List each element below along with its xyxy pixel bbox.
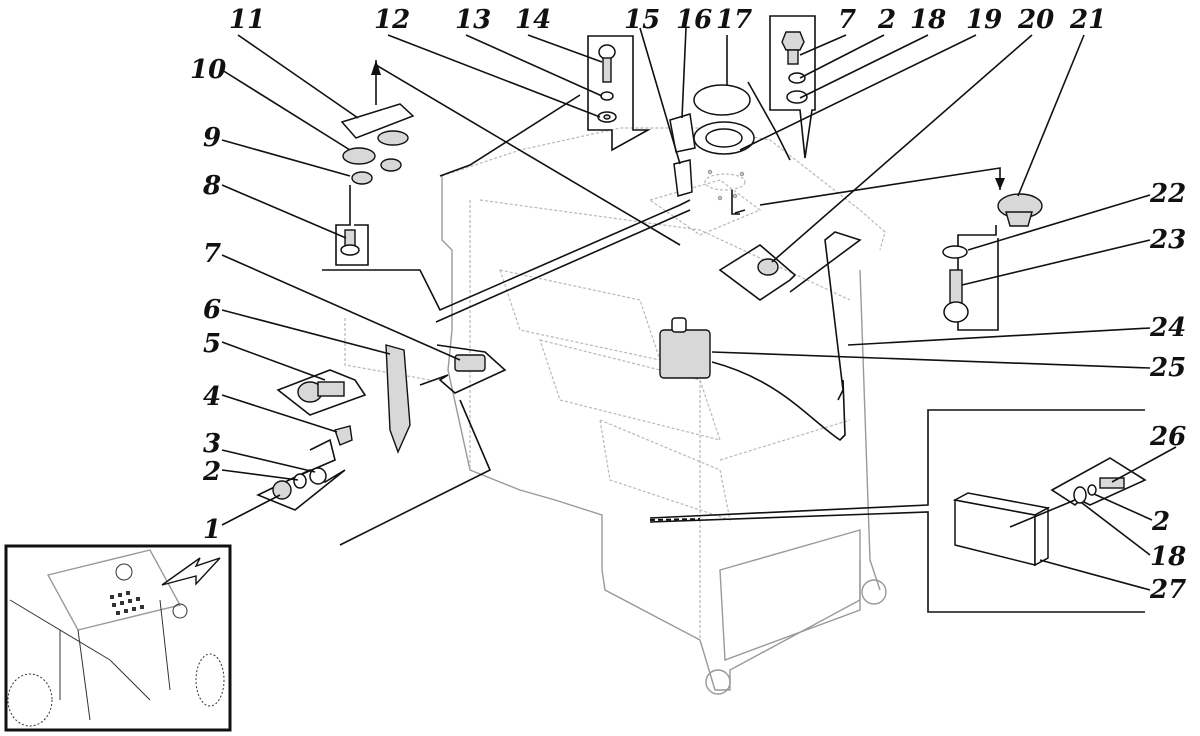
switch-16-part [669, 113, 696, 153]
hose-24-part [711, 361, 846, 442]
washer-3-part [309, 467, 327, 485]
locator-arrow-icon [161, 557, 221, 586]
callout-18-top: 18 [910, 5, 946, 35]
spring-washer-2-part [1087, 484, 1097, 496]
locator-inset [4, 544, 232, 732]
screw-8-part [344, 229, 356, 247]
plug-large-part [342, 147, 376, 165]
spring-washer-2-part [293, 473, 307, 489]
callout-3: 3 [203, 429, 221, 459]
callout-18-bottom: 18 [1150, 542, 1186, 572]
cover-17-part [693, 84, 751, 116]
callout-19: 19 [966, 5, 1002, 35]
callout-labels: 11 10 9 8 7 6 5 4 3 2 1 12 13 14 15 16 1… [190, 5, 1186, 605]
callout-12: 12 [374, 5, 410, 35]
terminal-4-part [334, 425, 353, 446]
callout-6: 6 [203, 295, 221, 325]
callout-2: 2 [202, 457, 221, 487]
callout-20: 20 [1017, 5, 1054, 35]
hex-bolt-part [781, 31, 805, 51]
callout-7: 7 [203, 239, 221, 269]
spring-washer-part [600, 91, 614, 101]
callout-14: 14 [515, 5, 551, 35]
bracket-plate-6-part [385, 344, 411, 454]
callout-27: 27 [1149, 575, 1186, 605]
callout-16: 16 [676, 5, 712, 35]
callout-9: 9 [203, 123, 221, 153]
bolt-7-group [769, 15, 816, 159]
callout-2-top: 2 [877, 5, 896, 35]
plug-small-part [351, 171, 373, 185]
bracket-group [256, 318, 507, 546]
cab-body [441, 127, 887, 695]
nameplate-part [340, 103, 415, 139]
nozzle-group [718, 231, 862, 401]
callout-2-bottom: 2 [1151, 507, 1170, 537]
reservoir-group [659, 317, 846, 442]
callout-13: 13 [455, 5, 491, 35]
screw-23-part [949, 269, 963, 305]
callout-26: 26 [1149, 422, 1186, 452]
bolt-26-part [1099, 477, 1125, 489]
round-head-screw-part [598, 44, 616, 60]
callout-4: 4 [203, 382, 221, 412]
callout-15: 15 [624, 5, 660, 35]
callout-24: 24 [1149, 313, 1186, 343]
callout-25: 25 [1149, 353, 1186, 383]
washer-18-part [1073, 486, 1087, 504]
nozzle-20-part [757, 258, 779, 276]
callout-17: 17 [716, 5, 752, 35]
reservoir-25-part [659, 329, 711, 379]
screw-14-group [439, 35, 652, 177]
leader-lines [221, 27, 1177, 591]
washer-22-part [942, 245, 968, 259]
switch-housing-15-part [673, 159, 693, 197]
arrow-up-icon [371, 60, 381, 75]
bolt-7-left-part [454, 354, 486, 372]
callout-7-top: 7 [838, 5, 856, 35]
callout-23: 23 [1149, 225, 1186, 255]
callout-5: 5 [203, 329, 221, 359]
nut-1-part [272, 480, 292, 500]
callout-10: 10 [190, 55, 226, 85]
callout-21: 21 [1069, 5, 1106, 35]
callout-11: 11 [229, 5, 265, 35]
grommet-group [731, 167, 1043, 331]
callout-22: 22 [1149, 179, 1186, 209]
nameplate-group [335, 60, 415, 266]
callout-1: 1 [203, 515, 221, 545]
box-27-group [649, 409, 1147, 613]
switch-group [669, 81, 791, 197]
callout-8: 8 [202, 171, 221, 201]
